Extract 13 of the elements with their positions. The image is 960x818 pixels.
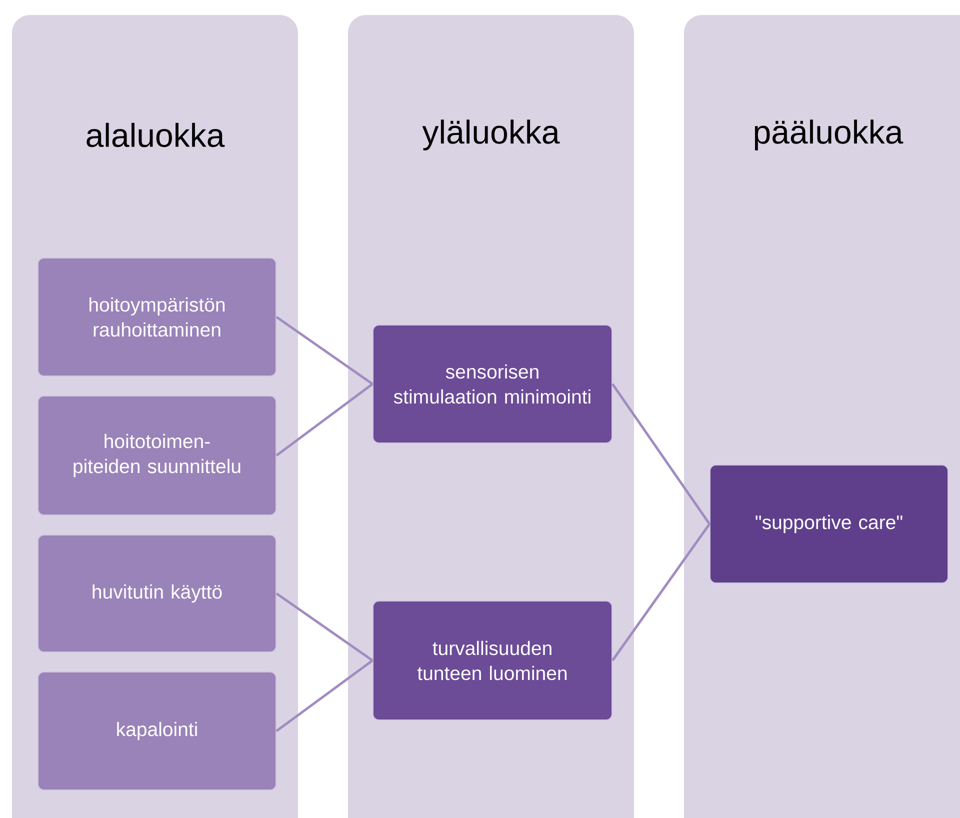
category-box: kapalointi [38, 672, 276, 790]
category-box: hoitotoimen-piteiden suunnittelu [38, 396, 276, 516]
category-box: hoitoympäristön rauhoittaminen [38, 258, 276, 376]
connector-line [611, 523, 711, 662]
connector-line [276, 592, 374, 662]
category-box: turvallisuuden tunteen luominen [372, 600, 612, 720]
connector-line [276, 316, 374, 386]
category-box: sensorisen stimulaation minimointi [372, 324, 612, 444]
category-box: huvitutin käyttö [38, 534, 276, 652]
connector-line [276, 659, 374, 732]
connector-line [276, 383, 374, 456]
category-box: "supportive care" [710, 464, 948, 584]
connector-line [611, 383, 711, 525]
